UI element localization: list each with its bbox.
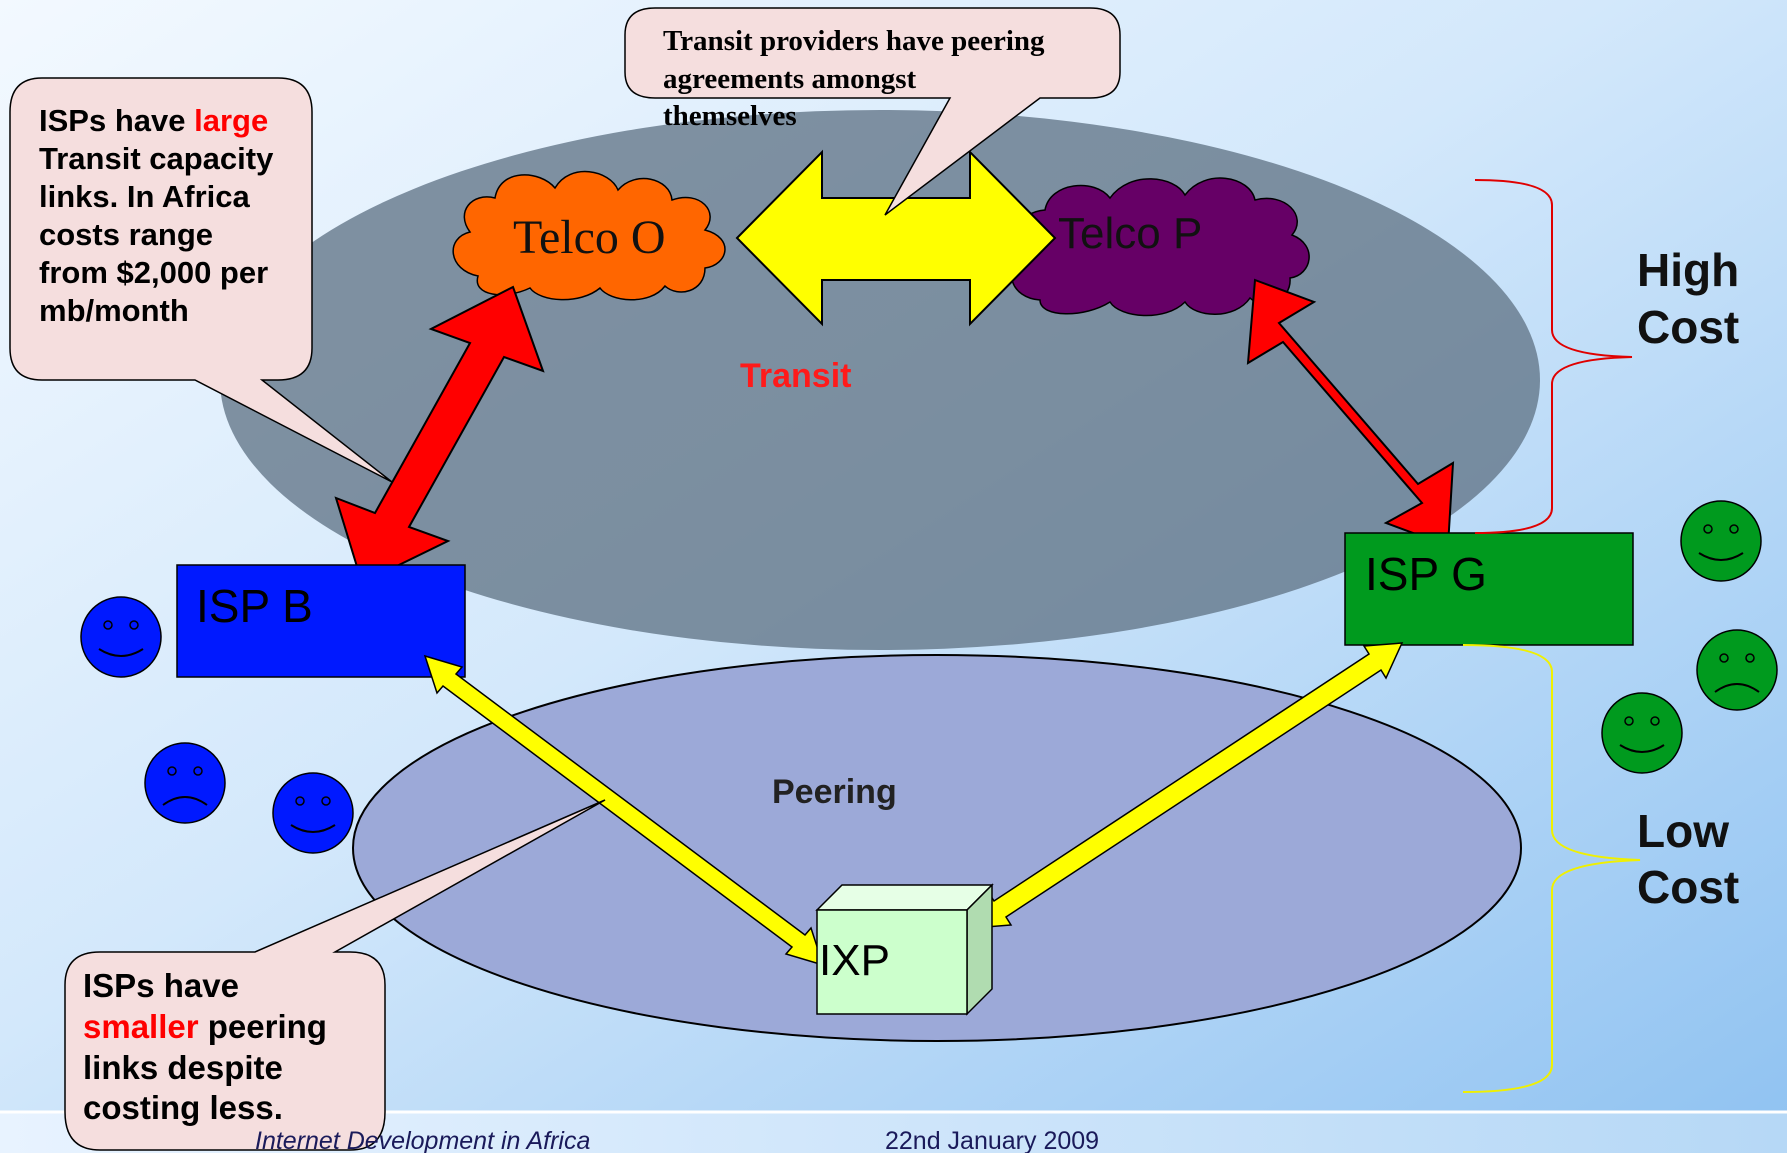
telco-peering-arrow <box>735 149 1057 327</box>
peering-label: Peering <box>772 773 897 811</box>
isp-transit-callout: ISPs have large Transit capacity links. … <box>9 77 393 483</box>
high-cost-label-line1: High <box>1637 244 1739 296</box>
isp-peering-highlight: smaller <box>83 1008 199 1045</box>
isp-transit-callout-line6: mb/month <box>39 293 189 328</box>
transit-callout-line2: agreements amongst <box>663 63 917 95</box>
sad-face-icon <box>144 742 226 824</box>
high-cost-label-line2: Cost <box>1637 301 1739 353</box>
isp-transit-callout-line4: costs range <box>39 217 213 252</box>
isp-peering-callout-line2: smaller peering <box>83 1008 327 1045</box>
low-cost-brace <box>1462 644 1641 1093</box>
isp-peering-callout-line4: costing less. <box>83 1089 283 1126</box>
telco-p-cloud: Telco P <box>1010 177 1310 317</box>
low-cost-label-line2: Cost <box>1637 861 1739 913</box>
telco-o-cloud: Telco O <box>452 170 726 301</box>
ixp-cube: IXP <box>815 883 994 1016</box>
happy-face-icon <box>1601 692 1683 774</box>
transit-callout-line1: Transit providers have peering <box>663 25 1045 57</box>
isp-peering-callout-line3: links despite <box>83 1049 283 1086</box>
footer-date: 22nd January 2009 <box>885 1127 1099 1153</box>
footer-title: Internet Development in Africa <box>255 1127 590 1153</box>
isp-transit-highlight: large <box>194 103 268 138</box>
isp-transit-callout-line3: links. In Africa <box>39 179 251 214</box>
isp-b-box: ISP B <box>176 564 466 678</box>
isp-transit-callout-line1: ISPs have large <box>39 103 268 138</box>
isp-peering-callout: ISPs have smaller peering links despite … <box>64 799 606 1151</box>
isp-g-box: ISP G <box>1344 532 1634 646</box>
happy-face-icon <box>272 772 354 854</box>
happy-face-icon <box>1680 500 1762 582</box>
transit-peering-callout: Transit providers have peering agreement… <box>624 7 1121 216</box>
isp-b-label: ISP B <box>196 580 313 632</box>
isp-transit-callout-line2: Transit capacity <box>39 141 274 176</box>
isp-transit-callout-line5: from $2,000 per <box>39 255 268 290</box>
high-cost-brace <box>1474 179 1633 534</box>
transit-callout-line3: themselves <box>663 100 797 132</box>
isp-peering-callout-line1: ISPs have <box>83 967 239 1004</box>
isp-g-label: ISP G <box>1365 548 1487 600</box>
ixp-label: IXP <box>819 936 890 985</box>
telco-o-label: Telco O <box>513 211 666 264</box>
transit-label: Transit <box>740 357 851 395</box>
happy-face-icon <box>80 596 162 678</box>
sad-face-icon <box>1696 629 1778 711</box>
telco-p-label: Telco P <box>1058 209 1202 258</box>
low-cost-label-line1: Low <box>1637 805 1729 857</box>
